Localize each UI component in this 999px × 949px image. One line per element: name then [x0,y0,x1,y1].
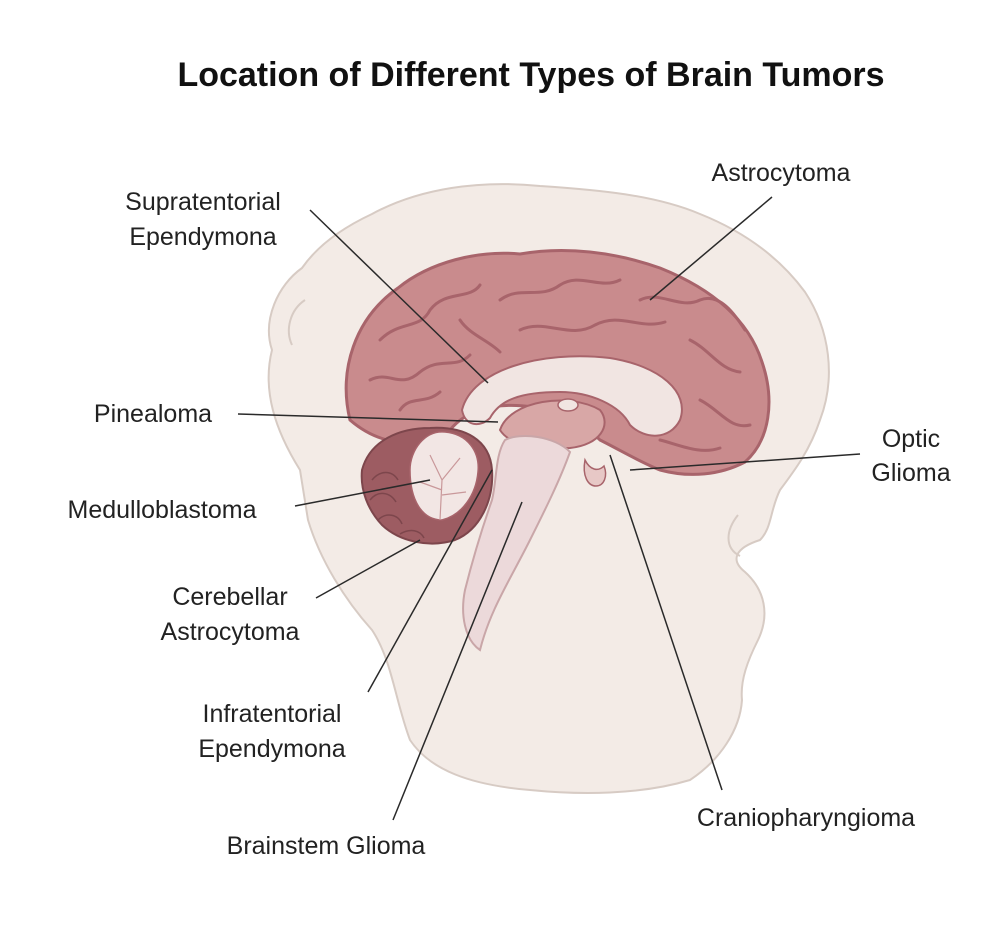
intermediate-mass [558,399,578,411]
astrocytoma-label: Astrocytoma [712,159,851,187]
cerebellar-astrocytoma-label-line1: Cerebellar [172,583,287,611]
cerebellar-astrocytoma-label-line2: Astrocytoma [161,618,300,646]
diagram-title: Location of Different Types of Brain Tum… [177,56,884,94]
craniopharyngioma-label: Craniopharyngioma [697,804,915,832]
infratentorial-ependymona-label-line1: Infratentorial [203,700,342,728]
infratentorial-ependymona-label-line2: Ependymona [198,735,345,763]
optic-glioma-label-line1: Optic [882,425,940,453]
medulloblastoma-label: Medulloblastoma [68,496,257,524]
pinealoma-label: Pinealoma [94,400,212,428]
optic-glioma-label-line2: Glioma [871,459,950,487]
brainstem-glioma-label: Brainstem Glioma [227,832,426,860]
supratentorial-ependymona-label-line2: Ependymona [129,223,276,251]
supratentorial-ependymona-label-line1: Supratentorial [125,188,281,216]
